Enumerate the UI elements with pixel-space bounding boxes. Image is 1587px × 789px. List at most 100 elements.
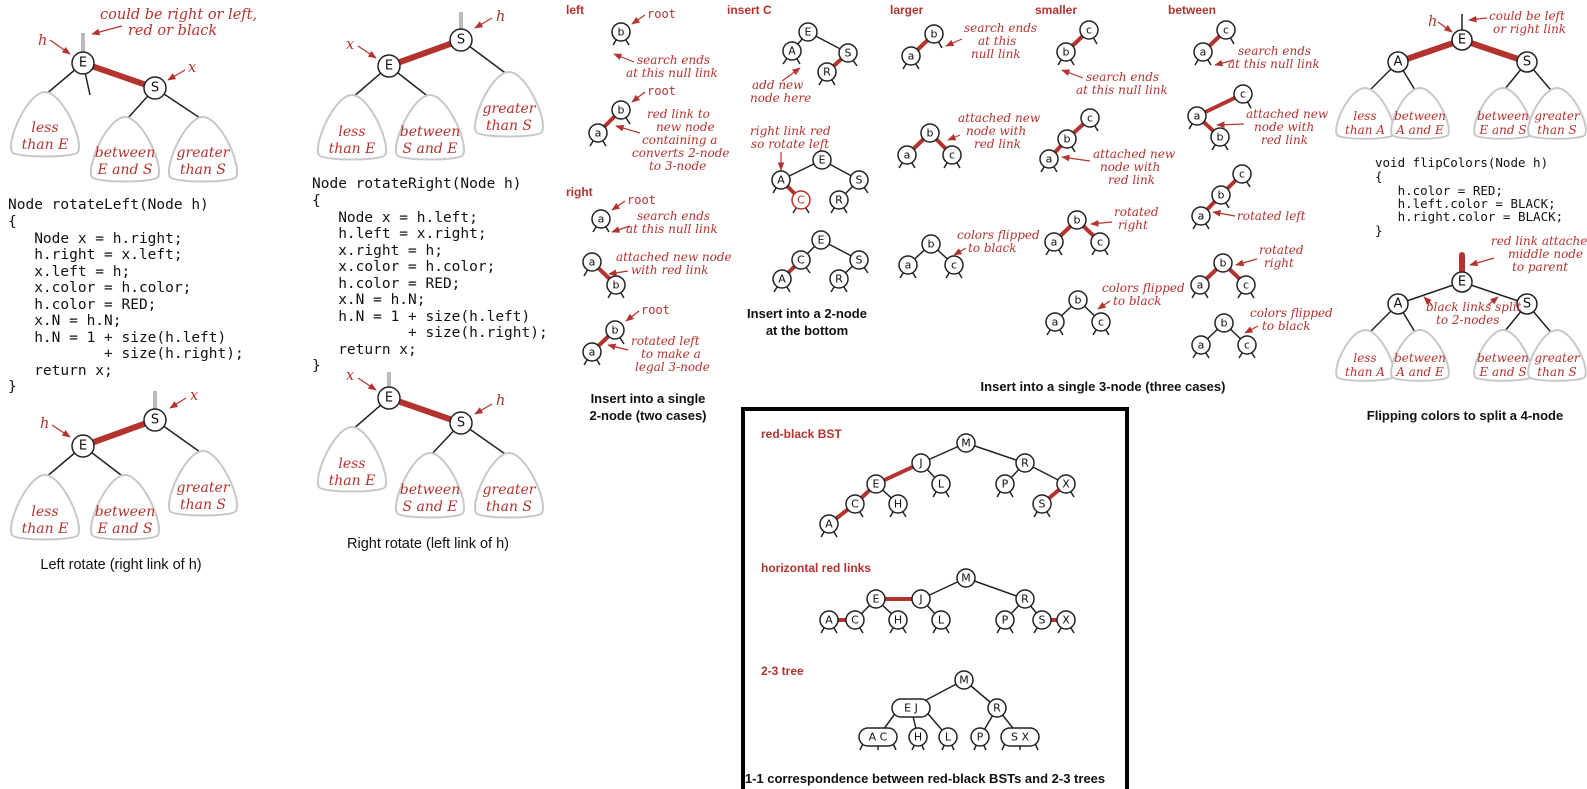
svg-text:}: } (1375, 223, 1383, 238)
note: rotated (1114, 205, 1159, 219)
node-m: M (961, 437, 971, 450)
node-e: E (818, 234, 825, 247)
note: attached new (1093, 147, 1176, 161)
node-b: b (1221, 317, 1228, 330)
flip-colors-panel: less than A between A and E between E an… (1335, 9, 1587, 423)
subtree-label: than S (180, 497, 226, 513)
svg-text:Node rotateRight(Node h): Node rotateRight(Node h) (312, 176, 522, 192)
svg-text:x.N = h.N;: x.N = h.N; (8, 313, 122, 329)
subtree-label: less (1353, 351, 1376, 365)
node-c: c (1097, 236, 1103, 249)
subtree-label: than A (1345, 123, 1385, 137)
node-c: c (1087, 112, 1093, 125)
node-r: R (835, 273, 843, 286)
note: at this null link (626, 66, 718, 80)
node-ac (858, 727, 898, 747)
note: to black (968, 241, 1017, 255)
node-s: S (1039, 614, 1046, 627)
note: search ends (1086, 70, 1159, 84)
subtree-label: greater (483, 101, 537, 117)
note: legal 3-node (635, 360, 710, 374)
root-label: root (627, 193, 656, 207)
root-label: root (647, 7, 676, 21)
svg-text:h.color = RED;: h.color = RED; (1375, 183, 1503, 198)
node-s (143, 408, 167, 432)
note: right (1118, 218, 1148, 232)
node-l: L (945, 731, 952, 744)
note: rotated (1259, 243, 1304, 257)
note: red link (974, 137, 1021, 151)
subtree-less-than-e (317, 425, 387, 493)
caption-right-rotate: Right rotate (left link of h) (347, 536, 509, 552)
node-a: a (589, 256, 596, 269)
node-e (71, 434, 95, 458)
node-sx (1000, 727, 1040, 747)
label-x: x (346, 368, 354, 384)
node-s (143, 76, 167, 100)
node-b: b (927, 127, 934, 140)
subtree-label: E and S (1478, 123, 1526, 137)
note: node with (1254, 120, 1314, 134)
root-label: root (641, 303, 670, 317)
note: colors flipped (957, 228, 1040, 242)
node-r: R (835, 194, 843, 207)
subtree-label: between (400, 124, 460, 140)
note: search ends (1238, 44, 1311, 58)
node-b: b (1063, 46, 1070, 59)
subtree-greater-than-s (168, 115, 238, 183)
subtree-label: than S (1537, 123, 1576, 137)
svg-text:h.N = 1 + size(h.left): h.N = 1 + size(h.left) (312, 309, 530, 325)
subtree-label: than E (22, 137, 69, 153)
label-h: h (496, 393, 505, 409)
node-b: b (1218, 189, 1225, 202)
subtree-label: S and E (402, 499, 457, 515)
note: with red link (631, 263, 708, 277)
caption-insert-3node: Insert into a single 3-node (three cases… (981, 379, 1226, 394)
node-r: R (1021, 457, 1029, 470)
node-b: b (1074, 214, 1081, 227)
node-b: b (1220, 257, 1227, 270)
node-s (449, 28, 473, 52)
note: to black (1262, 319, 1311, 333)
node-e: E (1458, 33, 1466, 48)
node-e (71, 51, 95, 75)
label-h: h (40, 416, 49, 432)
subtree-label: less (31, 120, 58, 136)
node-c: c (1240, 88, 1246, 101)
label-x: x (346, 37, 354, 53)
node-label: S (151, 81, 159, 96)
node-a: A (1394, 55, 1403, 70)
label-h: h (496, 9, 505, 25)
note: at this null link (1228, 57, 1320, 71)
note: add new (752, 78, 804, 92)
node-r: R (823, 66, 831, 79)
subtree-label: less (338, 124, 365, 140)
node-c: c (1223, 24, 1229, 37)
subtree-between-s-e (395, 93, 465, 161)
note: black links split (1426, 300, 1522, 314)
node-a: a (908, 50, 915, 63)
node-a: A (825, 614, 833, 627)
node-s: S (1523, 297, 1531, 312)
node-a: A (825, 518, 833, 531)
section-left: left (566, 3, 584, 17)
section-red-black-bst: red-black BST (761, 427, 842, 441)
node-s: S (1523, 55, 1531, 70)
node-a: a (589, 346, 596, 359)
node-m: M (961, 572, 971, 585)
right-rotate-panel: less than E between S and E greater than… (312, 9, 548, 552)
node-b: b (613, 279, 620, 292)
section-between: between (1168, 3, 1216, 17)
subtree-label: A and E (1395, 365, 1444, 379)
node-label: E (79, 56, 87, 71)
subtree-greater-than-s (168, 449, 238, 517)
svg-text:+ size(h.right);: + size(h.right); (8, 346, 244, 362)
subtree-label: than S (180, 162, 226, 178)
subtree-label: than E (329, 141, 376, 157)
svg-text:h.left.color = BLACK;: h.left.color = BLACK; (1375, 196, 1556, 211)
note: search ends (637, 53, 710, 67)
left-rotate-panel: less than E between E and S greater than… (8, 7, 257, 573)
subtree-label: between (400, 482, 460, 498)
note: node here (750, 91, 811, 105)
node-a: A (788, 45, 796, 58)
